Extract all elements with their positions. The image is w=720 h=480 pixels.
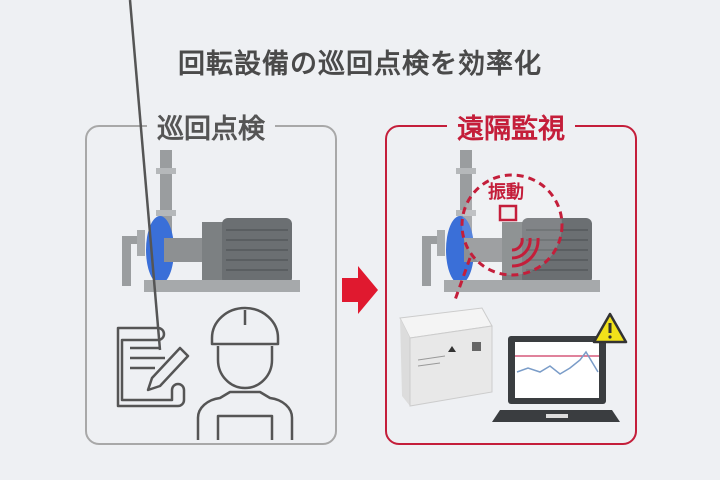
- worker-icon: [196, 306, 294, 440]
- panel-title-remote: 遠隔監視: [447, 107, 575, 146]
- warning-icon: [592, 312, 628, 344]
- main-title: 回転設備の巡回点検を効率化: [178, 49, 542, 80]
- panel-remote-monitoring: 遠隔監視: [385, 107, 637, 445]
- laptop-chart-icon: [492, 336, 620, 422]
- vibration-sensor-icon: [498, 204, 518, 222]
- vibration-waves-icon: [511, 237, 540, 268]
- arrow-right-icon: [342, 266, 378, 314]
- panel-patrol-inspection: 巡回点検: [85, 107, 337, 445]
- checklist-icon: [116, 0, 190, 408]
- vibration-label: 振動: [488, 181, 524, 203]
- panel-title-patrol: 巡回点検: [147, 107, 275, 146]
- monitoring-device-icon: [399, 307, 493, 407]
